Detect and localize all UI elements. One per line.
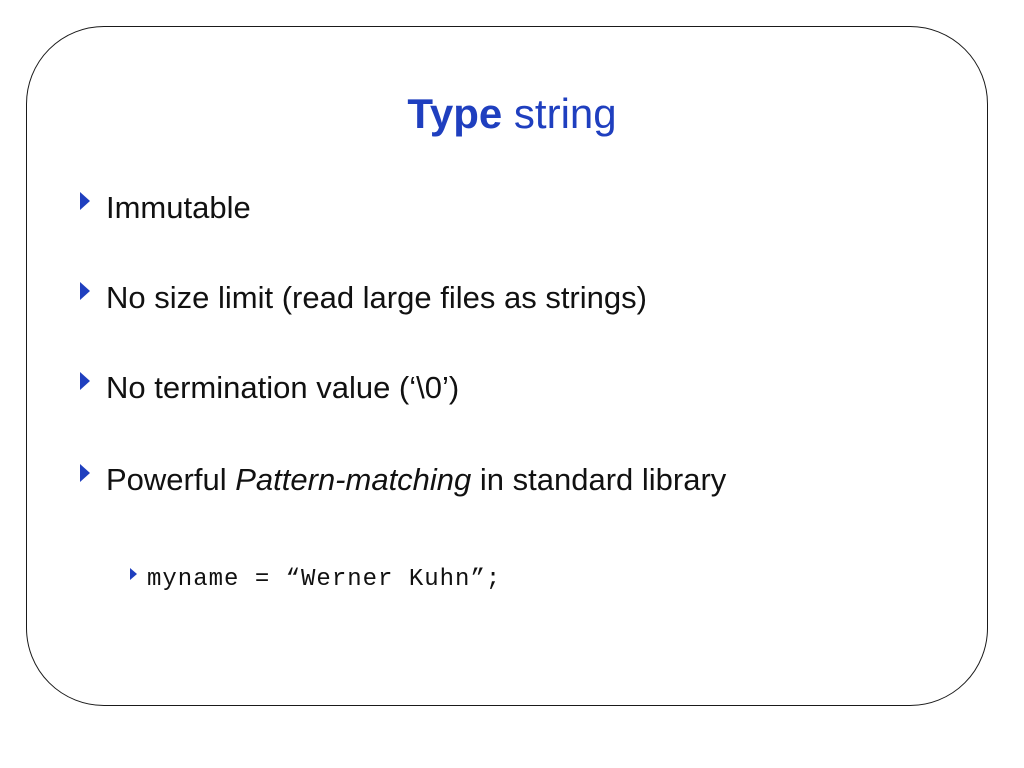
bullet-item-termination: No termination value (‘\0’) [80, 370, 459, 406]
bullet-text-post: in standard library [471, 462, 727, 497]
bullet-text: Powerful Pattern-matching in standard li… [106, 462, 726, 498]
slide-title: Type string [0, 88, 1024, 140]
rounded-frame [26, 26, 988, 706]
bullet-text: No termination value (‘\0’) [106, 370, 460, 405]
bullet-item-size-limit: No size limit (read large files as strin… [80, 280, 647, 316]
triangle-right-icon [80, 372, 90, 390]
title-bold-word: Type [407, 90, 503, 137]
bullet-text-italic: Pattern-matching [235, 462, 472, 497]
title-rest: string [502, 90, 617, 137]
triangle-right-icon [80, 464, 90, 482]
bullet-text: Immutable [106, 190, 251, 225]
code-text: myname = “Werner Kuhn”; [147, 566, 502, 593]
bullet-item-pattern-matching: Powerful Pattern-matching in standard li… [80, 462, 726, 498]
triangle-right-icon [80, 192, 90, 210]
triangle-right-icon [80, 282, 90, 300]
sub-bullet-code-example: myname = “Werner Kuhn”; [130, 566, 501, 593]
bullet-item-immutable: Immutable [80, 190, 251, 226]
triangle-right-icon [130, 567, 137, 580]
bullet-text-pre: Powerful [106, 462, 236, 497]
bullet-text: No size limit (read large files as strin… [106, 280, 647, 315]
